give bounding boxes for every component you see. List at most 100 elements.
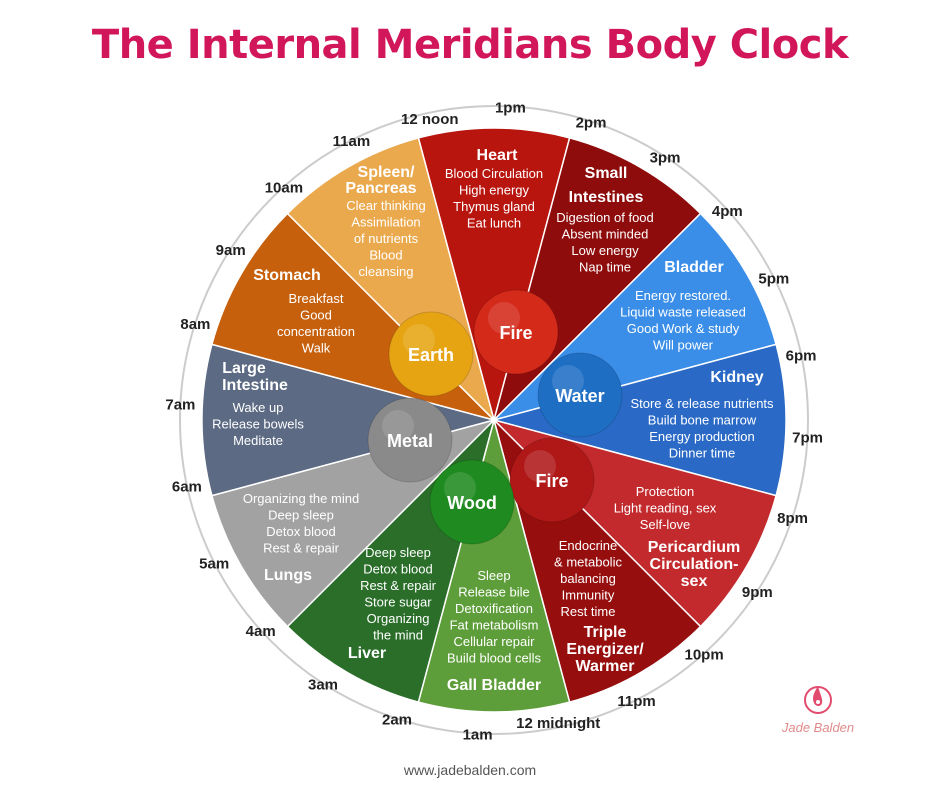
segment-description-line: Nap time	[579, 260, 631, 275]
element-name: Wood	[447, 493, 497, 513]
brand-logo-icon	[804, 686, 832, 714]
segment-description-line: cleansing	[359, 264, 414, 279]
segment-description-line: Organizing the mind	[243, 491, 359, 506]
element-metal: Metal	[367, 397, 453, 483]
segment-description-line: Digestion of food	[556, 210, 654, 225]
segment-description-line: Detoxification	[455, 601, 533, 616]
segment-name: Pancreas	[345, 180, 416, 197]
element-circle	[388, 311, 474, 397]
hour-label: 10pm	[685, 646, 724, 663]
segment-large-intestine	[201, 343, 497, 497]
hour-label: 1am	[463, 727, 493, 744]
hour-label: 5pm	[758, 270, 789, 287]
website-url[interactable]: www.jadebalden.com	[403, 762, 537, 778]
page-title: The Internal Meridians Body Clock	[91, 22, 849, 68]
hour-label: 2am	[382, 712, 412, 729]
element-fire: Fire	[509, 437, 595, 523]
hour-label: 7am	[165, 397, 195, 414]
segment-description-line: Deep sleep	[365, 545, 431, 560]
element-highlight	[488, 302, 520, 334]
hour-label: 1pm	[495, 99, 526, 116]
element-earth: Earth	[388, 311, 474, 397]
segment-description-line: Cellular repair	[454, 634, 536, 649]
element-circle	[429, 459, 515, 545]
hour-label: 11am	[333, 133, 371, 150]
segment-description-line: Endocrine	[559, 538, 618, 553]
segment-description-line: Detox blood	[363, 562, 432, 577]
segment-name: Warmer	[576, 658, 635, 675]
segment-description-line: Energy production	[649, 429, 755, 444]
hour-label: 9am	[216, 242, 246, 259]
element-water: Water	[537, 352, 623, 438]
element-fire: Fire	[473, 289, 559, 375]
segment-description-line: Clear thinking	[346, 198, 426, 213]
segment-description-line: Liquid waste released	[620, 305, 746, 320]
element-highlight	[444, 472, 476, 504]
hour-label: 8am	[180, 316, 210, 333]
segment-description-line: the mind	[373, 628, 423, 643]
segment-description-line: Self-love	[640, 517, 691, 532]
segment-name: Intestine	[222, 377, 288, 394]
element-highlight	[403, 324, 435, 356]
segment-description-line: Protection	[636, 484, 695, 499]
segment-heart	[417, 127, 571, 423]
segment-description-line: Energy restored.	[635, 288, 731, 303]
hour-label: 6pm	[786, 348, 817, 365]
segment-description-line: Will power	[653, 338, 714, 353]
hour-label: 12 noon	[401, 111, 459, 128]
hour-label: 4pm	[712, 203, 743, 220]
segment-name: Spleen/	[358, 164, 415, 181]
element-highlight	[382, 410, 414, 442]
segment-description-line: Rest time	[561, 604, 616, 619]
segment-description-line: Build blood cells	[447, 651, 541, 666]
hour-label: 5am	[199, 556, 229, 573]
segment-description-line: Fat metabolism	[450, 618, 539, 633]
segment-description-line: Build bone marrow	[648, 413, 757, 428]
segment-description-line: Assimilation	[351, 215, 420, 230]
segment-gall-bladder	[417, 417, 571, 713]
segment-description-line: Blood	[369, 248, 402, 263]
segment-name: Intestines	[569, 189, 644, 206]
segment-description-line: Immunity	[562, 588, 615, 603]
segment-description-line: Meditate	[233, 433, 283, 448]
element-name: Fire	[499, 323, 532, 343]
segment-description-line: concentration	[277, 324, 355, 339]
segment-name: Energizer/	[566, 641, 644, 658]
segment-name: Gall Bladder	[447, 677, 541, 694]
hour-label: 8pm	[777, 510, 808, 527]
element-circle	[509, 437, 595, 523]
element-circle	[537, 352, 623, 438]
element-highlight	[524, 450, 556, 482]
segment-name: Liver	[348, 645, 386, 662]
hour-label: 11pm	[617, 693, 655, 710]
segment-description-line: Thymus gland	[453, 199, 535, 214]
segment-name: Large	[222, 360, 266, 377]
element-circle	[473, 289, 559, 375]
segment-description-line: Rest & repair	[263, 541, 340, 556]
segment-label-pericardium-circulation-sex: PericardiumCirculation-sexProtectionLigh…	[614, 484, 741, 590]
hour-label: 2pm	[576, 114, 607, 131]
element-name: Metal	[387, 431, 433, 451]
segment-name: Circulation-	[650, 556, 739, 573]
segment-description-line: Eat lunch	[467, 216, 521, 231]
segment-description-line: Good	[300, 308, 332, 323]
segment-name: Small	[585, 165, 628, 182]
segment-description-line: Good Work & study	[627, 321, 740, 336]
element-wood: Wood	[429, 459, 515, 545]
segment-description-line: Store & release nutrients	[630, 396, 774, 411]
segment-description-line: Wake up	[233, 400, 284, 415]
hour-label: 4am	[246, 623, 276, 640]
segment-description-line: Light reading, sex	[614, 501, 717, 516]
segment-description-line: Breakfast	[289, 291, 344, 306]
segment-name: Bladder	[664, 259, 724, 276]
hour-label: 9pm	[742, 584, 773, 601]
segment-description-line: Detox blood	[266, 524, 335, 539]
